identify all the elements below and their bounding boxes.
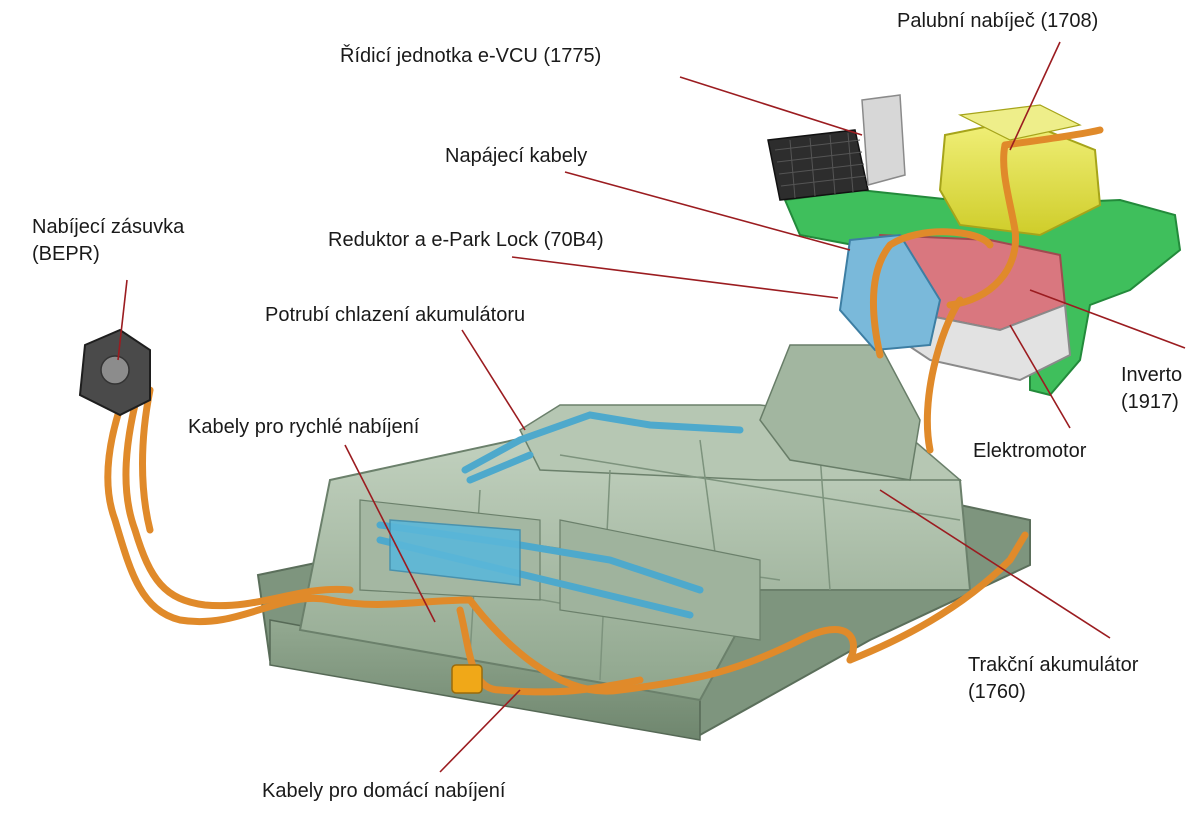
label-traction-battery-line1: Trakční akumulátor: [968, 654, 1139, 676]
label-electric-motor: Elektromotor: [973, 438, 1086, 465]
label-traction-battery-line2: (1760): [968, 681, 1026, 703]
label-home-charging-cables: Kabely pro domácí nabíjení: [262, 778, 506, 805]
label-reducer-text: Reduktor a e-Park Lock (70B4): [328, 229, 604, 251]
label-home-charging-cables-text: Kabely pro domácí nabíjení: [262, 780, 506, 802]
label-power-cables: Napájecí kabely: [445, 143, 587, 170]
onboard-charger-top: [957, 104, 1082, 141]
label-inverter: Inverto (1917): [1121, 362, 1182, 416]
label-cooling-pipes-text: Potrubí chlazení akumulátoru: [265, 304, 526, 326]
label-onboard-charger: Palubní nabíječ (1708): [897, 8, 1098, 35]
label-charging-socket: Nabíjecí zásuvka (BEPR): [32, 214, 184, 268]
label-electric-motor-text: Elektromotor: [973, 440, 1087, 462]
label-power-cables-text: Napájecí kabely: [445, 145, 588, 167]
evcu-connector-grid: [774, 132, 867, 199]
label-charging-socket-line1: Nabíjecí zásuvka: [32, 216, 185, 238]
reducer: [838, 233, 942, 352]
label-onboard-charger-text: Palubní nabíječ (1708): [897, 10, 1099, 32]
label-charging-socket-line2: (BEPR): [32, 243, 100, 265]
label-traction-battery: Trakční akumulátor (1760): [968, 652, 1138, 706]
label-evcu-text: Řídicí jednotka e-VCU (1775): [340, 45, 602, 67]
label-reducer: Reduktor a e-Park Lock (70B4): [328, 227, 604, 254]
label-inverter-line1: Inverto: [1121, 364, 1183, 386]
label-fast-charging-cables: Kabely pro rychlé nabíjení: [188, 414, 419, 441]
label-fast-charging-cables-text: Kabely pro rychlé nabíjení: [188, 416, 420, 438]
label-inverter-line2: (1917): [1121, 391, 1179, 413]
label-evcu: Řídicí jednotka e-VCU (1775): [340, 43, 601, 70]
charging-socket-port: [100, 355, 130, 385]
label-cooling-pipes: Potrubí chlazení akumulátoru: [265, 302, 525, 329]
evcu-module: [861, 94, 906, 186]
leader-lines: [117, 41, 1186, 773]
cooling-plate: [389, 519, 521, 586]
home-charging-connector: [451, 664, 483, 694]
